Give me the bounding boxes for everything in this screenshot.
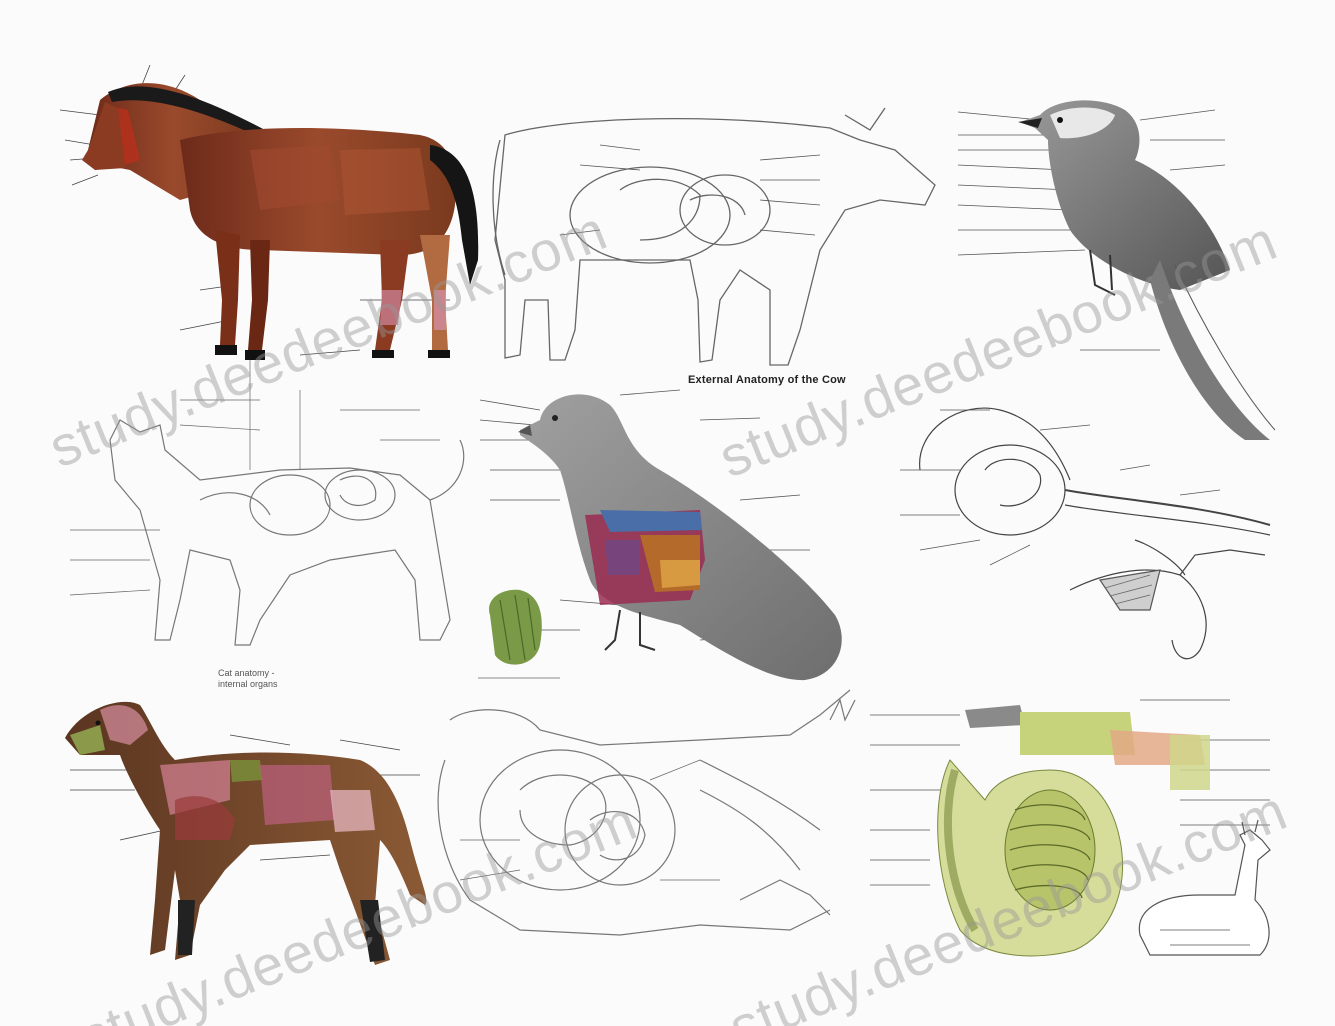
reproductive-system-icon [900, 408, 1270, 659]
organ-detail-icon [478, 590, 560, 678]
cat-caption: Cat anatomy - internal organs [218, 668, 288, 690]
dog-icon [65, 702, 426, 965]
cat-icon [70, 360, 464, 645]
llama-icon [870, 700, 1270, 956]
bird-icon [958, 100, 1275, 440]
cow-caption: External Anatomy of the Cow [688, 374, 846, 386]
horse-icon [60, 65, 478, 360]
cow-icon [493, 108, 935, 365]
sheep-icon [438, 690, 855, 935]
